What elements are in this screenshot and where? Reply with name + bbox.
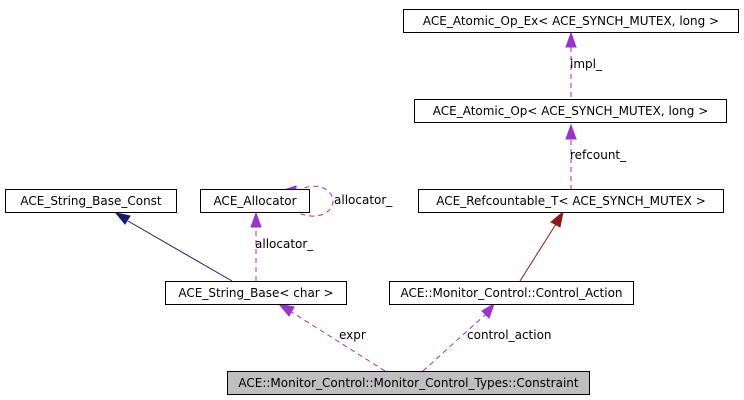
node-refcountable[interactable]: ACE_Refcountable_T< ACE_SYNCH_MUTEX > <box>418 189 724 213</box>
node-atomic-op-ex[interactable]: ACE_Atomic_Op_Ex< ACE_SYNCH_MUTEX, long … <box>403 9 739 33</box>
edge-impl-arrow <box>565 31 577 48</box>
edge-expr <box>289 310 386 372</box>
edge-label-refcount: refcount_ <box>570 148 627 162</box>
node-constraint: ACE::Monitor_Control::Monitor_Control_Ty… <box>227 371 590 395</box>
edge-expr-arrow <box>277 303 295 317</box>
node-string-base-const[interactable]: ACE_String_Base_Const <box>5 189 177 213</box>
edge-control-action <box>422 313 487 372</box>
edge-label-expr: expr <box>339 328 366 342</box>
edge-string-base-const-arrow <box>114 212 131 225</box>
edge-refcountable-template-arrow <box>550 210 564 228</box>
edge-allocator-self <box>295 185 334 217</box>
edge-label-allocator-self: allocator_ <box>334 193 393 207</box>
node-atomic-op[interactable]: ACE_Atomic_Op< ACE_SYNCH_MUTEX, long > <box>414 99 727 123</box>
edge-refcountable-template <box>519 223 557 282</box>
edge-control-action-arrow <box>481 302 495 319</box>
edge-label-allocator: allocator_ <box>255 237 314 251</box>
node-string-base-char[interactable]: ACE_String_Base< char > <box>165 281 347 305</box>
edge-allocator-arrow <box>250 211 262 228</box>
edge-refcount-arrow <box>565 123 577 140</box>
node-allocator[interactable]: ACE_Allocator <box>200 189 310 213</box>
edge-label-control-action: control_action <box>467 328 552 342</box>
edge-label-impl: impl_ <box>570 57 603 71</box>
node-control-action[interactable]: ACE::Monitor_Control::Control_Action <box>389 281 634 305</box>
edge-string-base-const <box>127 220 233 282</box>
